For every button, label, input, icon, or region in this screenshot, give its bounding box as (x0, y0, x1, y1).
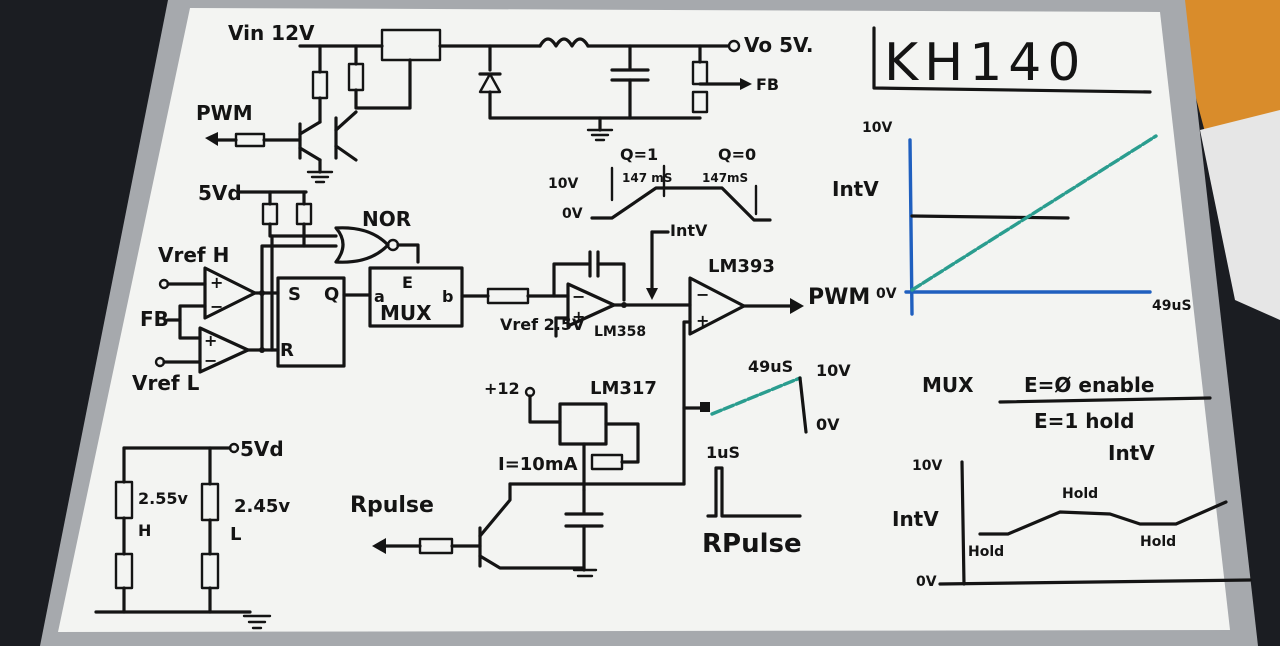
supply-5vd-label: 5Vd (198, 181, 242, 205)
div-h-label: H (138, 521, 151, 540)
g2-ytop: 10V (912, 458, 942, 474)
g1-ylabel: IntV (832, 177, 879, 201)
buck-stage: Vin 12V Vo 5V. FB (228, 21, 814, 142)
div-top-label: 5Vd (240, 437, 284, 461)
svg-text:+: + (572, 307, 585, 326)
pwm-in-label: PWM (196, 101, 253, 125)
mux-b: b (442, 287, 453, 306)
mux-a: a (374, 287, 385, 306)
t1-label: 147 mS (622, 171, 672, 185)
g2-hold3: Hold (1140, 534, 1176, 550)
g2-hold2: Hold (1062, 486, 1098, 502)
title-block: KH140 (872, 26, 1152, 94)
mux-e: E (402, 273, 413, 292)
vin-label: Vin 12V (228, 21, 315, 45)
fb-out-label: FB (756, 75, 779, 94)
nor-label: NOR (362, 207, 411, 231)
svg-text:−: − (696, 285, 709, 304)
divider-network: 5Vd 2.55v H 2.45v L (94, 437, 290, 630)
svg-text:+: + (210, 273, 223, 292)
g2-hold1: Hold (968, 544, 1004, 560)
vref25-label: Vref 2.5V (500, 315, 585, 334)
q1-label: Q=1 (620, 145, 658, 164)
control-logic: 5Vd NOR +− Vref H FB +− Vref L S R Q (132, 181, 464, 395)
mux-note-1b: E=Ø enable (1024, 373, 1154, 397)
v10-label: 10V (548, 176, 578, 192)
svg-text:−: − (204, 351, 217, 370)
mux-note-1a: MUX (922, 373, 974, 397)
lm393-label: LM393 (708, 256, 775, 277)
board-title: KH140 (884, 33, 1086, 93)
v0-label: 0V (562, 206, 583, 222)
div-h-val: 2.55v (138, 489, 188, 508)
intv-node-label: IntV (670, 221, 708, 240)
ramp-lo: 0V (816, 415, 840, 434)
integrator-stage: −+ LM358 Vref 2.5V IntV −+ LM393 PWM (460, 221, 870, 486)
g1-yzero: 0V (876, 286, 897, 302)
g2-ylabel: IntV (892, 507, 939, 531)
hold-graph: 10V IntV 0V Hold Hold Hold (892, 458, 1252, 590)
rpulse-label: Rpulse (350, 493, 434, 518)
pwm-out-label: PWM (808, 285, 870, 310)
ramp-sketch: 49uS 10V 0V 1uS RPulse (702, 357, 851, 559)
t2-label: 147mS (702, 171, 748, 185)
fb-label: FB (140, 307, 169, 331)
svg-text:+: + (696, 311, 709, 330)
mux-note-3: IntV (1108, 441, 1155, 465)
svg-text:+: + (204, 331, 217, 350)
div-l-val: 2.45v (234, 496, 290, 517)
ramp-hi: 10V (816, 361, 851, 380)
plus12-label: +12 (484, 379, 520, 398)
div-l-label: L (230, 524, 241, 545)
ramp-period: 49uS (748, 357, 793, 376)
mux-label: MUX (380, 301, 432, 325)
intv-ramp-graph: 10V IntV 0V 49uS (832, 120, 1192, 316)
mux-note-2: E=1 hold (1034, 409, 1134, 433)
pulse-label: RPulse (702, 529, 802, 559)
vref-h-label: Vref H (158, 243, 229, 267)
sr-q: Q (324, 284, 339, 305)
pulse-width: 1uS (706, 443, 740, 462)
g1-xend: 49uS (1152, 298, 1192, 314)
lm317-label: LM317 (590, 378, 657, 399)
g2-yzero: 0V (916, 574, 937, 590)
q0-label: Q=0 (718, 145, 756, 164)
board-surface (58, 8, 1230, 632)
mux-note: MUX E=Ø enable E=1 hold IntV (922, 373, 1212, 465)
svg-text:−: − (210, 297, 223, 316)
vref-l-label: Vref L (132, 371, 200, 395)
sr-s: S (288, 284, 301, 305)
svg-text:−: − (572, 287, 585, 306)
lm358-label: LM358 (594, 324, 646, 340)
timing-sketch: Q=1 Q=0 10V 0V 147 mS 147mS (548, 145, 772, 222)
g1-ytop: 10V (862, 120, 892, 136)
pwm-gate-driver: PWM (196, 101, 358, 184)
sr-r: R (280, 340, 294, 361)
vout-label: Vo 5V. (744, 33, 814, 57)
current-label: I=10mA (498, 454, 578, 475)
current-source: +12 LM317 I=10mA Rpulse (350, 378, 686, 578)
